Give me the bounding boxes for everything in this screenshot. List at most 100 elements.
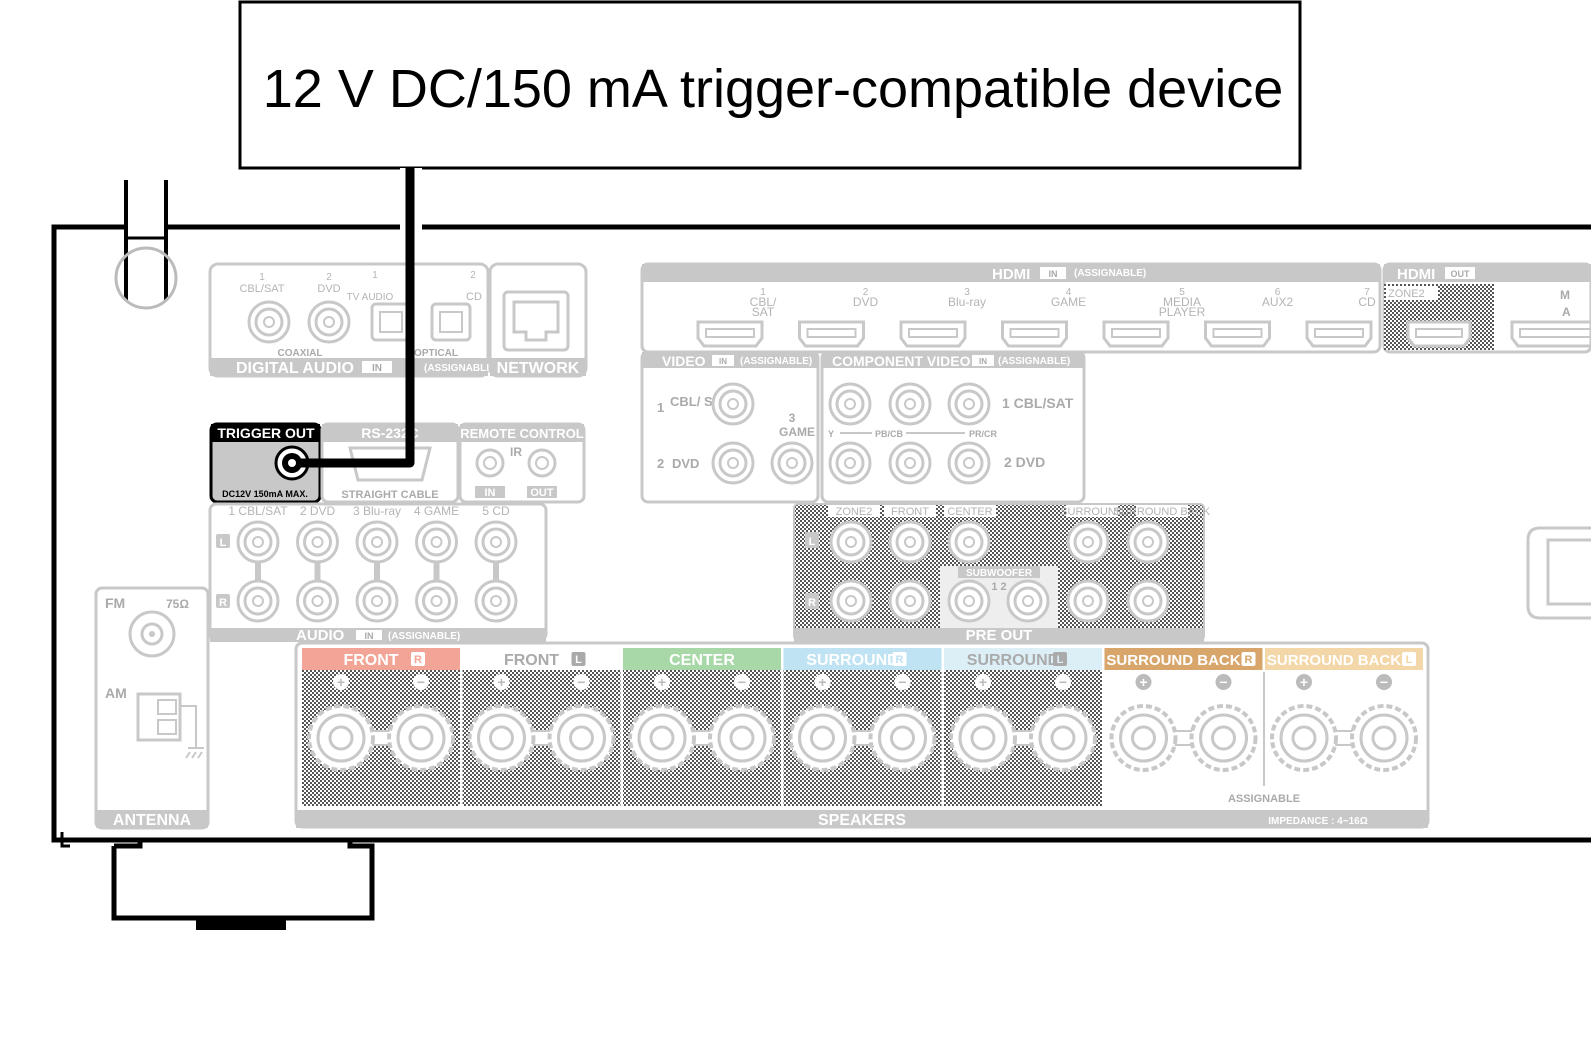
remote-out-label: OUT: [530, 487, 554, 499]
component-jack-row1: [888, 382, 932, 426]
trigger-cable: [283, 168, 422, 472]
coax-2-num: 2: [326, 272, 332, 283]
speakers-assignable: ASSIGNABLE: [1228, 793, 1300, 805]
video-2-name: DVD: [672, 456, 699, 471]
rs232-cable: STRAIGHT CABLE: [341, 489, 438, 501]
component-video-assignable: (ASSIGNABLE): [998, 356, 1070, 367]
speaker-channel-label: FRONT: [504, 652, 559, 669]
antenna-fm-ohm: 75Ω: [166, 597, 189, 611]
digital-audio-assignable: (ASSIGNABLE): [424, 363, 496, 374]
optical-2-num: 2: [470, 270, 476, 281]
speaker-polarity-mark: +: [1139, 674, 1147, 690]
component-row-1: 1 CBL/SAT: [1002, 395, 1074, 411]
video-in-assignable: (ASSIGNABLE): [740, 356, 812, 367]
speakers-panel: SPEAKERS IMPEDANCE : 4~16Ω ASSIGNABLE FR…: [294, 641, 1430, 829]
hdmi-in-badge: IN: [1049, 269, 1058, 279]
ethernet-port: [502, 290, 570, 352]
pre-out-jack-top: [829, 520, 873, 564]
speaker-polarity-mark: −: [577, 674, 585, 690]
speaker-binding-post: [547, 704, 616, 772]
optical-1-name: TV AUDIO: [347, 292, 394, 303]
audio-in-right: R: [219, 597, 227, 609]
speaker-polarity-mark: +: [979, 674, 987, 690]
antenna-am-label: AM: [105, 685, 127, 701]
hdmi-in-port-num: 2: [863, 287, 869, 298]
antenna-title: ANTENNA: [113, 812, 192, 829]
audio-in-left: L: [220, 537, 227, 549]
video-3-name: GAME: [779, 425, 815, 439]
speaker-channel-label: SURROUND BACK: [1267, 652, 1401, 669]
speaker-binding-post: [1350, 704, 1418, 772]
hdmi-out-badge: OUT: [1451, 269, 1471, 279]
pre-out-jack-top: [1126, 520, 1170, 564]
audio-in-jack-right: [474, 579, 518, 623]
speaker-binding-post: [467, 704, 536, 772]
hdmi-in-port-name: SAT: [752, 305, 775, 319]
coax-2-name: DVD: [317, 283, 340, 295]
audio-in-col-label: 2 DVD: [300, 504, 336, 518]
network-title: NETWORK: [497, 360, 580, 377]
audio-in-jack-left: [296, 520, 339, 564]
pre-out-subwoofer-nums: 1 2: [991, 581, 1006, 593]
audio-in-jack-left: [415, 520, 458, 564]
speaker-binding-post: [628, 704, 696, 772]
partial-connector-right: [1526, 526, 1591, 620]
speaker-binding-post: [1029, 704, 1097, 772]
antenna-fm-label: FM: [105, 595, 125, 611]
hdmi-in-title: HDMI: [992, 266, 1030, 283]
pre-out-jack-bottom: [1066, 579, 1110, 623]
hdmi-in-port-num: 6: [1275, 287, 1281, 298]
speakers-impedance: IMPEDANCE : 4~16Ω: [1268, 816, 1367, 827]
audio-in-col-label: 4 GAME: [414, 504, 459, 518]
hdmi-out-zone2-port: [1406, 320, 1472, 348]
hdmi-in-panel: HDMI IN (ASSIGNABLE) 1CBL/SAT2DVD3Blu-ra…: [640, 262, 1382, 354]
speaker-binding-post: [387, 704, 455, 772]
hdmi-in-port-num: 5: [1179, 287, 1185, 298]
video-in-badge: IN: [719, 357, 727, 366]
hdmi-in-port: [899, 320, 967, 348]
video-3-num: 3: [789, 411, 796, 425]
speaker-channel-label: SURROUND: [967, 652, 1059, 669]
speaker-channel-side: R: [1245, 654, 1253, 666]
speaker-polarity-mark: −: [738, 674, 746, 690]
pre-out-jack-bottom: [947, 579, 991, 623]
pre-out-right: R: [808, 597, 816, 609]
speaker-channel-side: L: [1406, 654, 1413, 666]
optical-1-num: 1: [372, 270, 378, 281]
hdmi-in-port: [1204, 320, 1271, 348]
speaker-polarity-mark: −: [1380, 674, 1388, 690]
video-1-num: 1: [657, 400, 664, 415]
component-ch-pb: PB/CB: [875, 429, 904, 439]
audio-in-assignable: (ASSIGNABLE): [388, 631, 460, 642]
trigger-device-callout: 12 V DC/150 mA trigger-compatible device: [238, 0, 1302, 170]
speaker-channel-label: SURROUND: [806, 652, 898, 669]
speaker-channel-label: SURROUND BACK: [1106, 652, 1240, 669]
video-jack-1: [711, 382, 755, 426]
optical-2-name: CD: [466, 291, 482, 303]
pre-out-jack-top: [947, 520, 991, 564]
component-ch-pr: PR/CR: [969, 429, 998, 439]
hdmi-in-port-num: 3: [964, 287, 970, 298]
speaker-channel-side: L: [575, 654, 582, 666]
audio-in-jack-left: [474, 520, 518, 564]
coax-1-num: 1: [259, 272, 265, 283]
digital-audio-in-badge: IN: [372, 363, 382, 374]
video-jack-3: [770, 441, 814, 485]
speaker-polarity-mark: −: [1059, 674, 1067, 690]
speaker-channel-label: CENTER: [669, 652, 735, 669]
speaker-binding-post: [307, 704, 375, 772]
speaker-polarity-mark: +: [497, 674, 505, 690]
speaker-channel-side: R: [896, 654, 904, 666]
speaker-polarity-mark: +: [818, 674, 826, 690]
audio-in-jack-right: [296, 579, 339, 623]
pre-out-col-label: SURROUND BACK: [1114, 506, 1211, 518]
digital-audio-title: DIGITAL AUDIO: [236, 360, 354, 377]
audio-in-jack-right: [355, 579, 399, 623]
hdmi-in-port-name: DVD: [853, 295, 879, 309]
optical-label: OPTICAL: [414, 348, 458, 359]
antenna-panel: ANTENNA FM 75Ω AM: [94, 586, 210, 830]
component-video-title: COMPONENT VIDEO: [832, 353, 971, 369]
receiver-chassis: [51, 180, 1591, 930]
am-antenna-terminal: [136, 692, 204, 759]
hdmi-in-port: [696, 320, 764, 348]
